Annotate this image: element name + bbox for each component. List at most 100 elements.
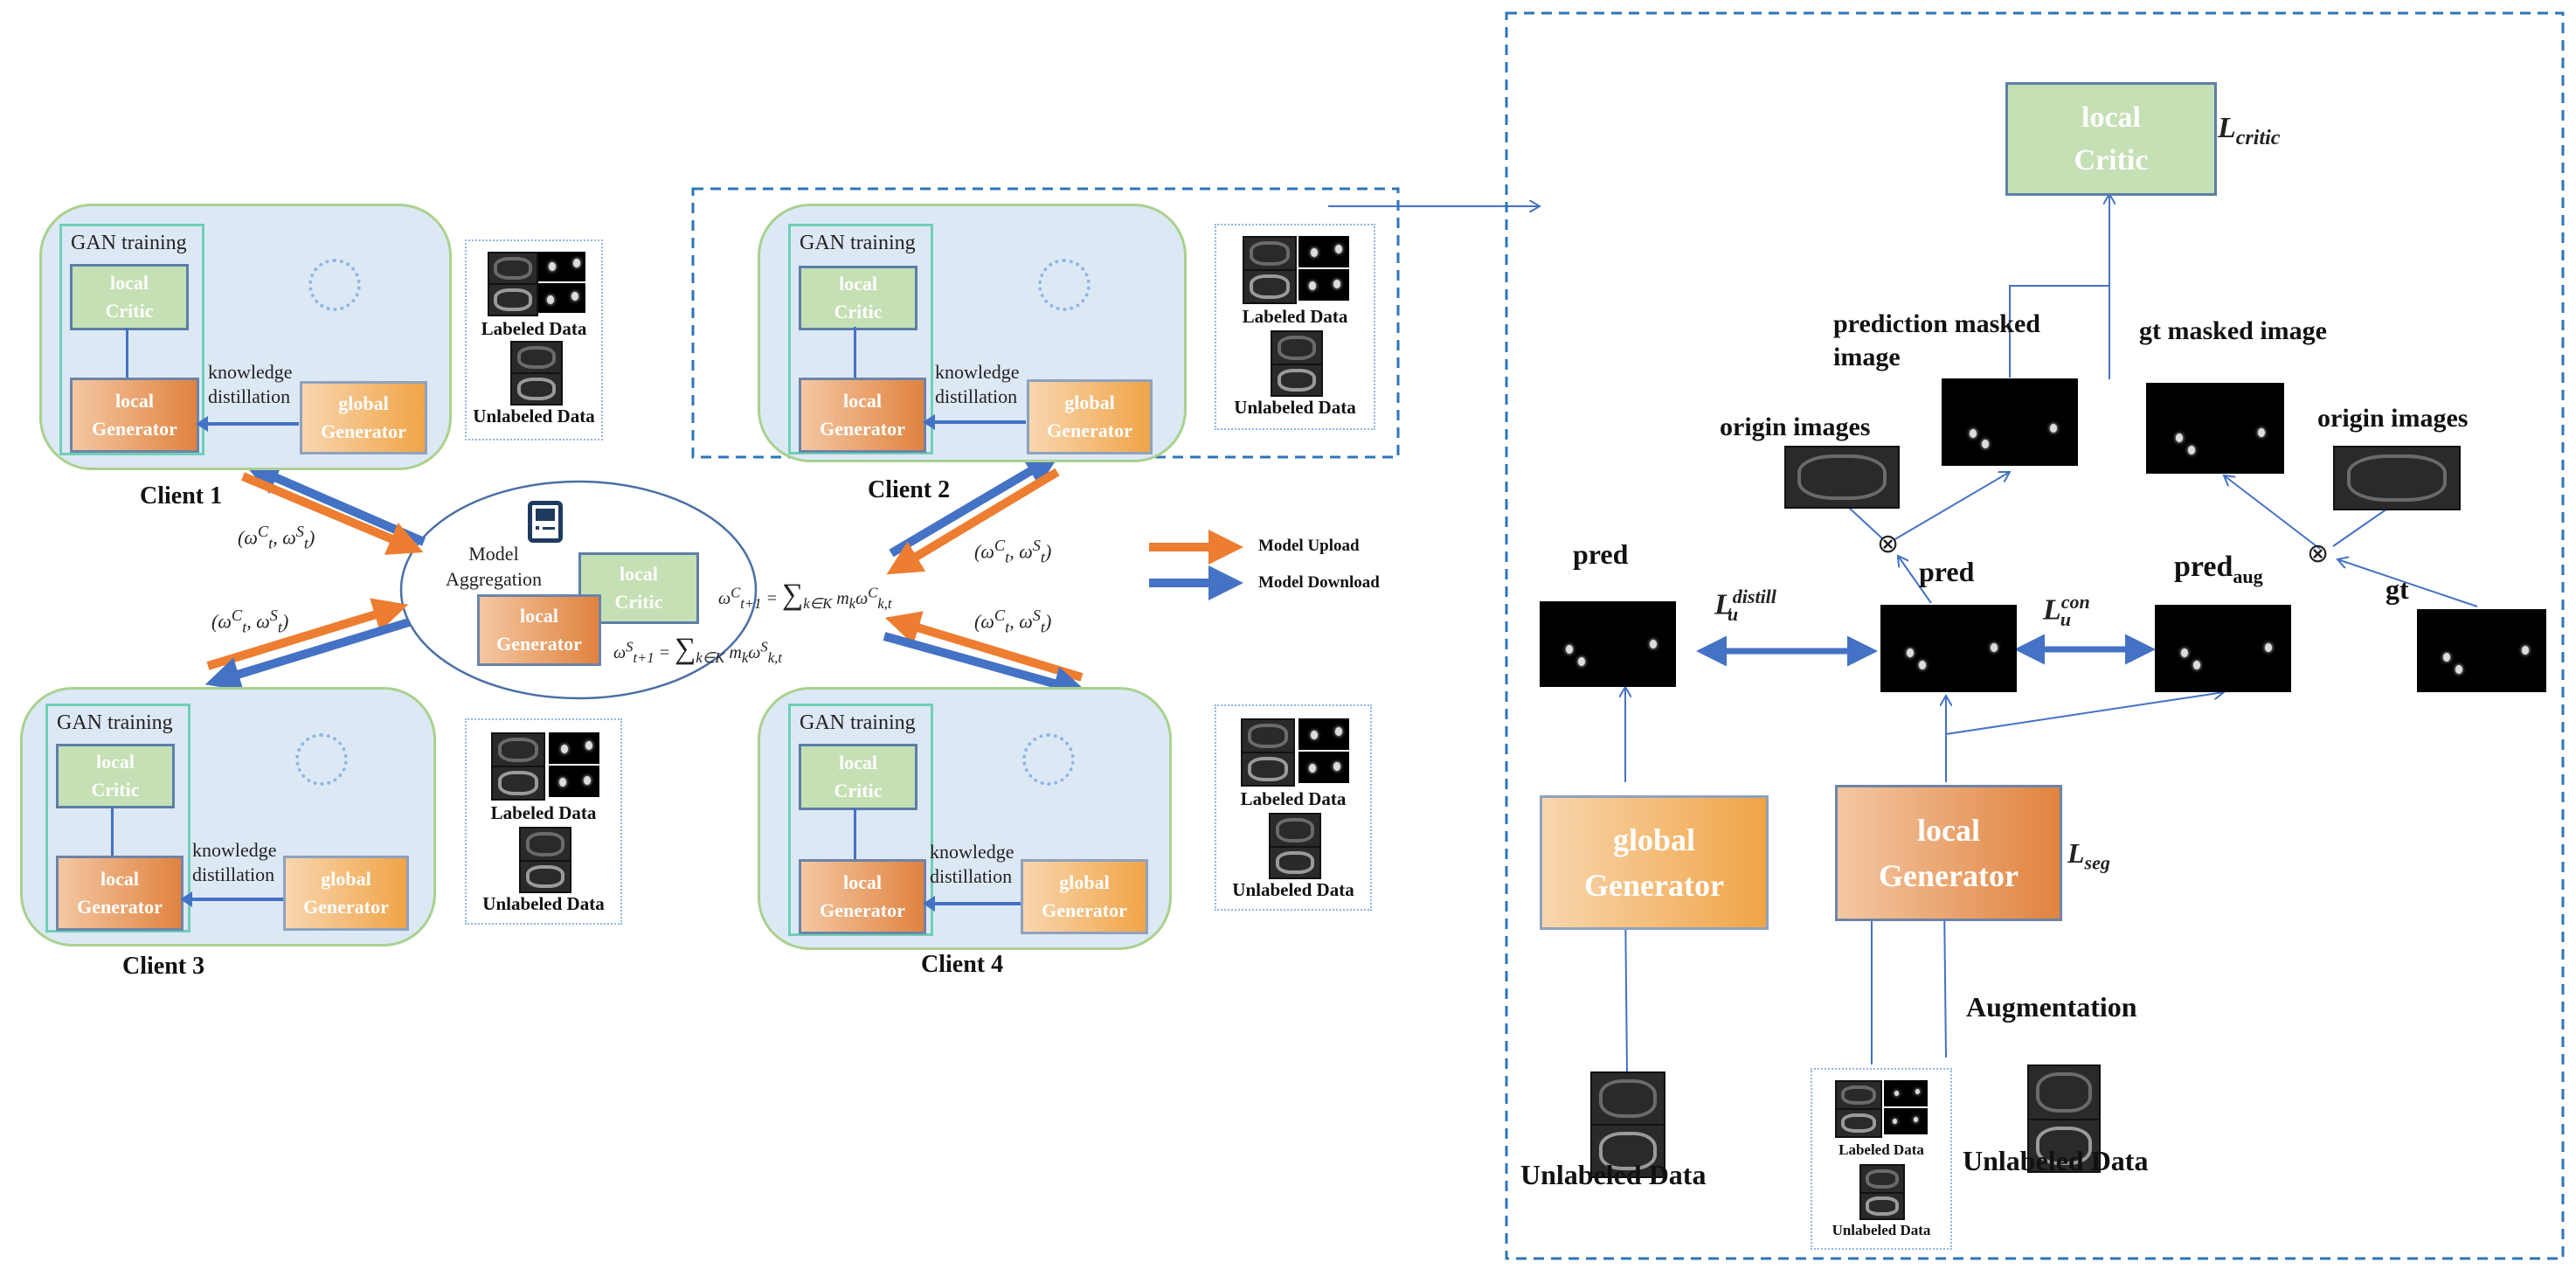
kd-line2: distillation <box>208 385 291 407</box>
gt-image <box>2417 609 2546 692</box>
origin-left-to-otimes <box>1847 506 1884 540</box>
labeled-data-label: Labeled Data <box>1240 788 1347 809</box>
labeled-data-label: Labeled Data <box>490 802 597 823</box>
L-symbol: L <box>2218 112 2236 144</box>
labeled-ct-image <box>491 732 545 767</box>
legend-upload-label: Model Upload <box>1258 537 1360 555</box>
gan-training-frame: GAN training <box>45 704 190 933</box>
client-3-data-box: Labeled Data Unlabeled Data <box>465 718 622 925</box>
unlabeled-ct-image <box>1269 813 1321 848</box>
client-3-label: Client 3 <box>122 953 205 980</box>
critic-aggregation-formula: ωCt+1 = ∑k∈K mkωCk,t <box>718 579 892 612</box>
ggen-line2: Generator <box>1047 420 1132 441</box>
labeled-ct-image-2 <box>491 766 545 801</box>
otimes-left-icon: ⊗ <box>1877 530 1900 558</box>
distillation-arrowhead <box>180 891 192 907</box>
agg-gen-line2: Generator <box>496 633 582 655</box>
agg-critic-line2: Critic <box>614 591 663 613</box>
critic-generator-link <box>126 328 128 380</box>
pred-aug-label: predaug <box>2174 551 2263 588</box>
aug-to-local-gen <box>1944 900 1946 1058</box>
gan-training-frame: GAN training <box>788 704 933 936</box>
critic-generator-link <box>854 327 856 379</box>
kd-line1: knowledge <box>930 841 1014 863</box>
cycle-icon <box>1022 733 1075 786</box>
kd-line1: knowledge <box>192 839 277 861</box>
critic-loss-subscript: critic <box>2235 126 2281 149</box>
kd-line1: knowledge <box>208 361 293 383</box>
gt-masked-label: gt masked image <box>2139 316 2327 345</box>
pred-masked-line2: image <box>1833 342 1901 371</box>
detail-lgen-line2: Generator <box>1879 858 2019 893</box>
gen-line1: local <box>843 871 882 894</box>
labeled-ct-image <box>1243 236 1297 271</box>
ggen-line1: global <box>1059 871 1110 894</box>
detail-unlabeled-ct-left-2 <box>1590 1124 1665 1178</box>
cycle-icon <box>308 259 361 311</box>
unlabeled-ct-image-2 <box>510 372 563 406</box>
agg-line1: Model <box>468 543 519 565</box>
detail-critic-line2: Critic <box>2074 144 2149 177</box>
prediction-masked-image <box>1942 378 2078 466</box>
ggen-line1: global <box>338 392 389 415</box>
labeled-mask-image <box>1298 236 1349 267</box>
cycle-icon <box>1038 259 1091 311</box>
small-labeled-ct-2 <box>1835 1108 1882 1138</box>
gen-line2: Generator <box>820 418 905 440</box>
L-symbol: L <box>2043 593 2061 627</box>
gen-line2: Generator <box>77 896 163 918</box>
detail-ggen-line1: global <box>1612 822 1696 857</box>
small-labeled-label: Labeled Data <box>1839 1141 1924 1158</box>
origin-images-right-label: origin images <box>2317 404 2469 433</box>
critic-line2: Critic <box>834 780 883 801</box>
client-1-data-box: Labeled Data Unlabeled Data <box>465 239 603 440</box>
small-labeled-mask <box>1884 1080 1928 1106</box>
client3-upload-arrow <box>206 598 409 670</box>
L-symbol: L <box>1714 588 1733 621</box>
unlabeled-ct-image <box>510 341 563 374</box>
small-labeled-ct <box>1835 1080 1882 1110</box>
critic-line1: local <box>839 273 877 295</box>
pred-masked-line1: prediction masked <box>1833 309 2040 338</box>
gan-training-frame: GAN training <box>788 224 933 454</box>
server-icon <box>528 501 563 543</box>
critic-generator-link <box>111 806 114 858</box>
weights-label-client3: (ωCt, ωSt) <box>211 607 289 636</box>
ggen-line2: Generator <box>303 896 389 918</box>
small-unlabeled-label: Unlabeled Data <box>1832 1222 1931 1238</box>
unlabeled-ct-image <box>1271 330 1323 365</box>
distill-loss-label: Ldistillu <box>1714 586 1776 626</box>
gan-training-label: GAN training <box>800 232 916 254</box>
local-gen-to-pred-aug <box>1945 692 2224 735</box>
gen-line1: local <box>843 390 882 413</box>
client2-upload-arrow <box>886 468 1060 575</box>
unlabeled-data-label: Unlabeled Data <box>482 893 605 914</box>
unlabeled-to-global-gen <box>1625 902 1627 1072</box>
pred-aug-text: pred <box>2174 551 2233 583</box>
critic-line2: Critic <box>834 301 883 322</box>
ggen-line2: Generator <box>1042 899 1127 921</box>
client3-download-arrow <box>204 618 411 691</box>
labeled-mask-image <box>538 252 585 281</box>
unlabeled-ct-image-2 <box>1271 364 1323 397</box>
critic-loss-label: Lcritic <box>2218 112 2280 150</box>
gt-to-otimes <box>2337 559 2478 607</box>
cycle-icon <box>295 733 348 786</box>
prediction-masked-label: prediction masked image <box>1833 308 2040 373</box>
kd-line2: distillation <box>930 864 1013 887</box>
detail-lgen-line1: local <box>1917 812 1980 848</box>
origin-image-left <box>1784 446 1900 509</box>
pred-aug-subscript: aug <box>2233 565 2263 587</box>
labeled-data-label: Labeled Data <box>481 318 587 339</box>
gan-training-label: GAN training <box>57 711 173 734</box>
